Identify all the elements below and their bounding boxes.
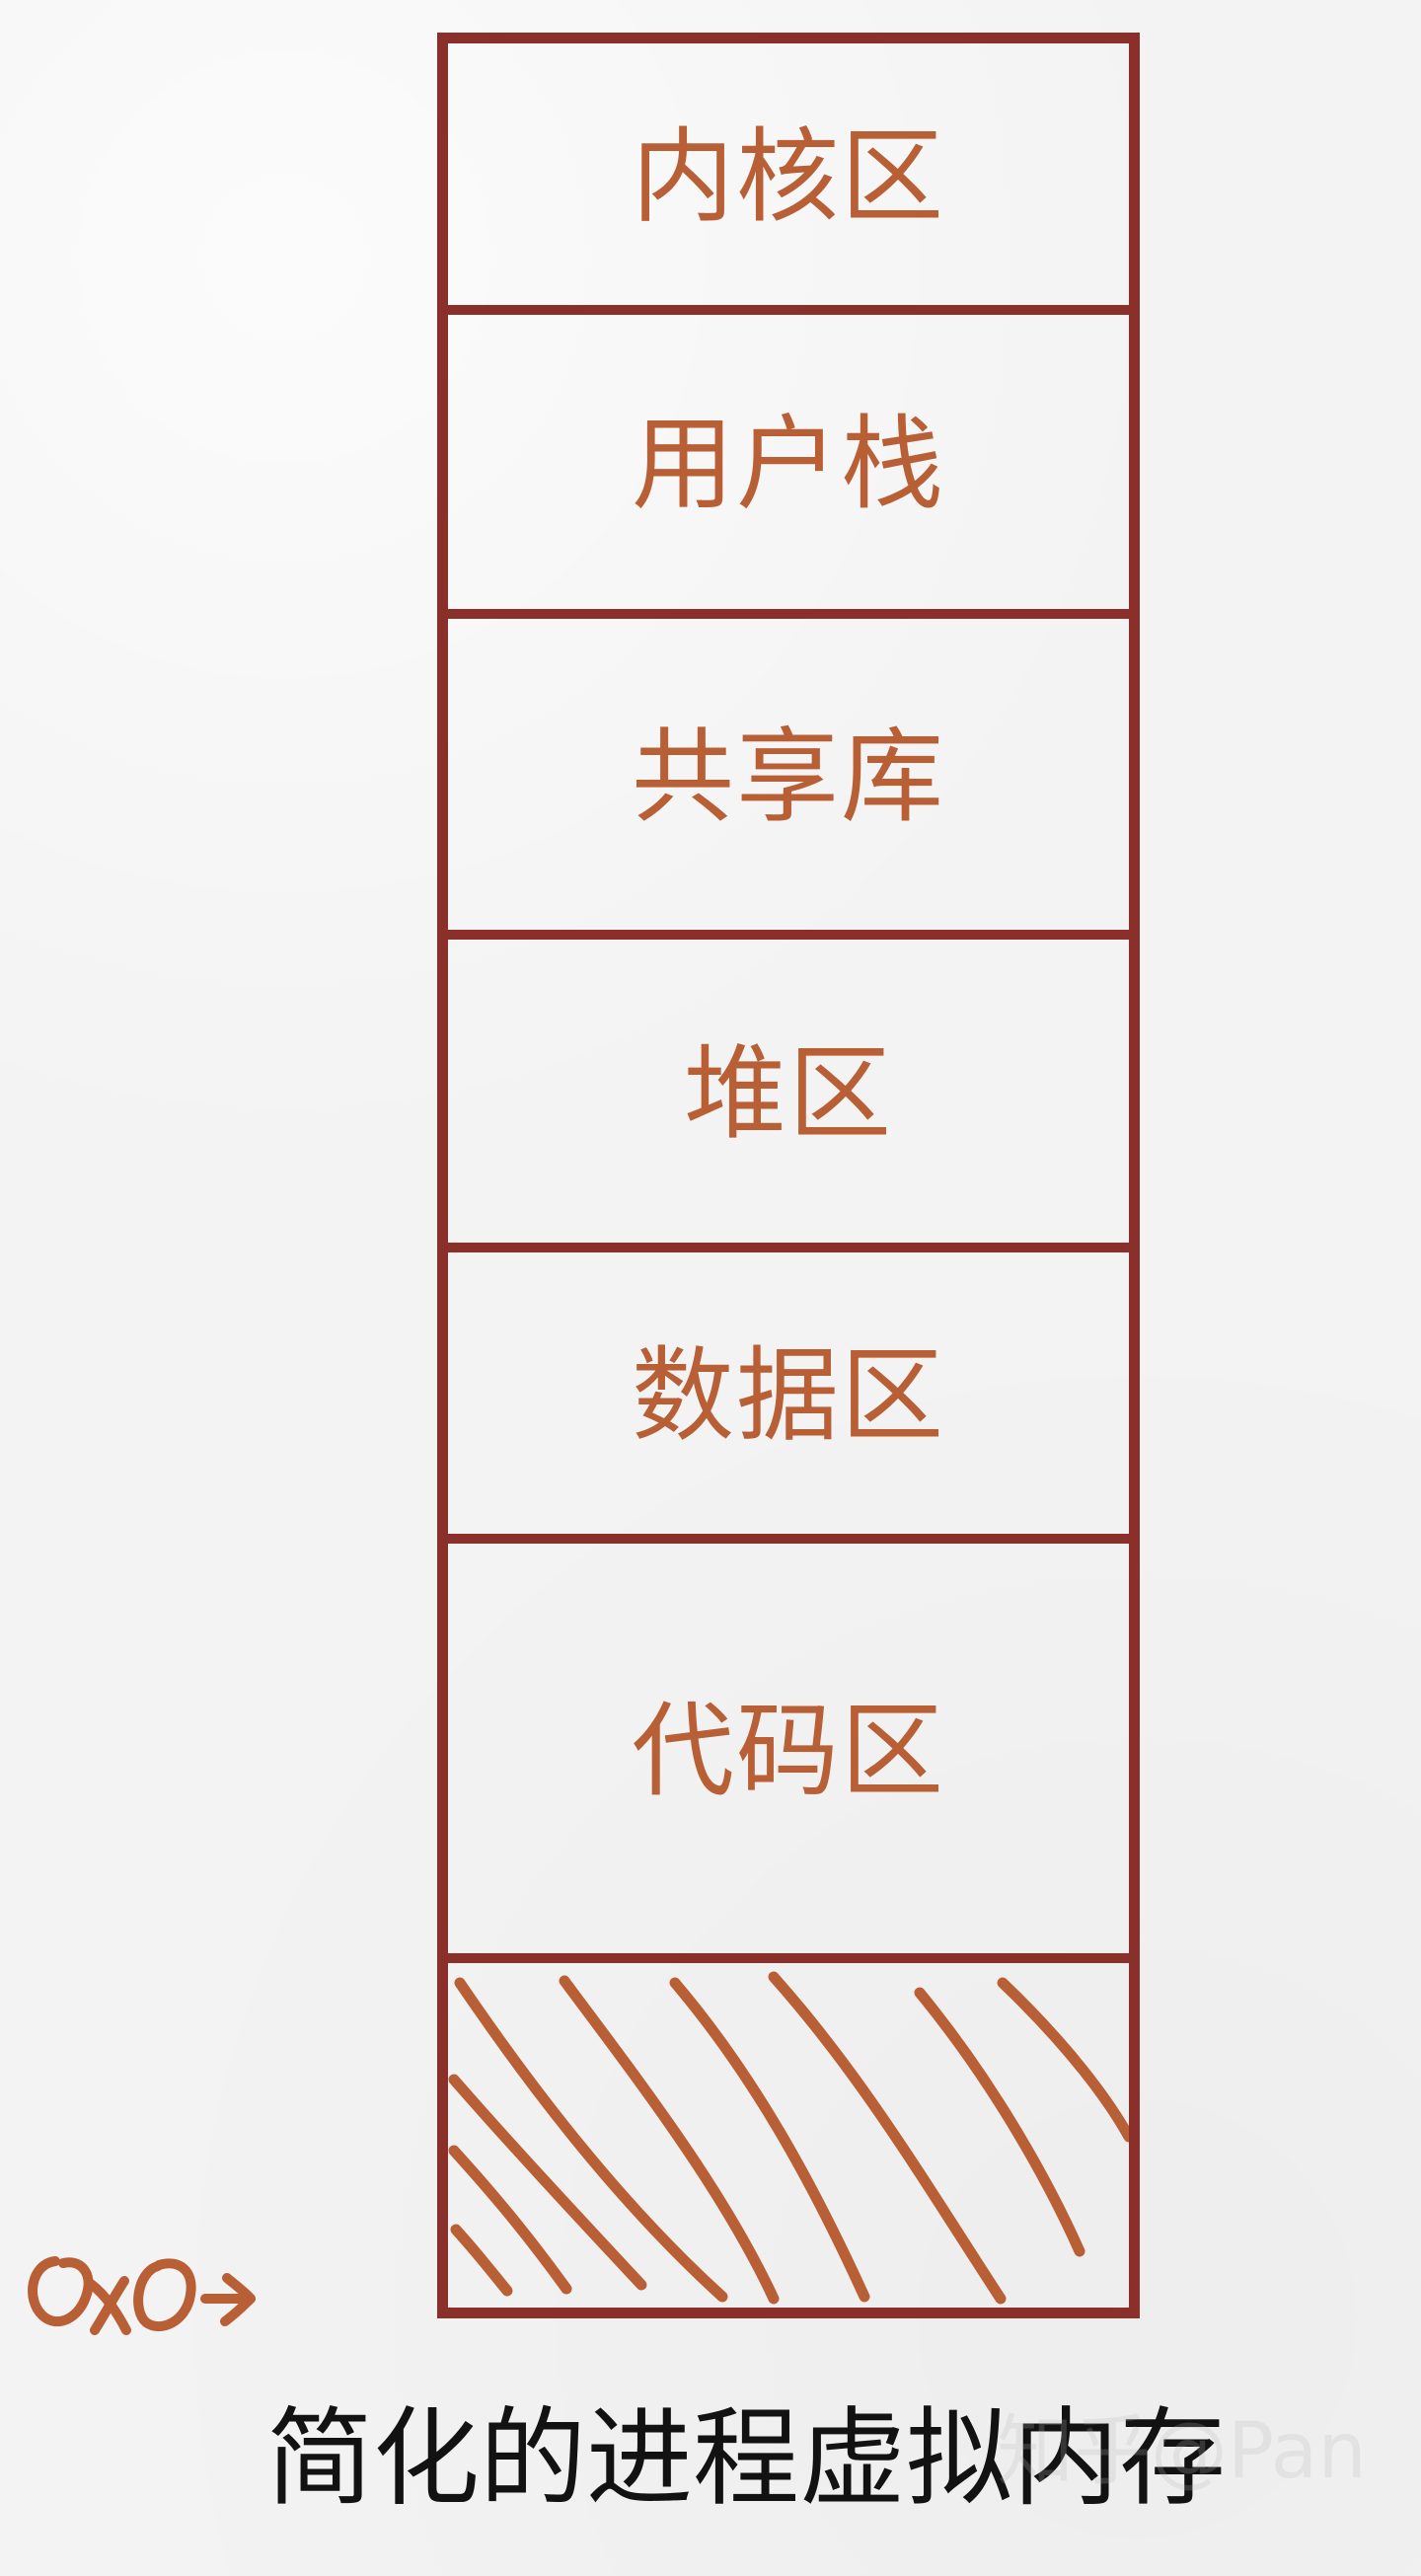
kernel-area-label: 内核区 [631,115,945,237]
x-glyph-stroke [90,2276,129,2335]
user-stack: 用户栈 [448,315,1129,619]
heap-area: 堆区 [448,940,1129,1252]
data-area: 数据区 [448,1252,1129,1544]
shared-library-label: 共享库 [631,716,945,837]
code-area-label: 代码区 [631,1690,945,1811]
zero-glyph [133,2258,196,2332]
hatch-line [559,1975,780,2305]
zero-glyph [28,2256,94,2327]
figure-caption: 简化的进程虚拟内存 [266,2397,1227,2521]
hatch-line [450,2224,513,2297]
hatch-line [454,1977,728,2303]
kernel-area: 内核区 [448,43,1129,315]
watermark: 知乎@Pan [997,2407,1367,2496]
hatch-line [914,1987,1085,2257]
code-area: 代码区 [448,1544,1129,1963]
hatch-line [997,1977,1129,2143]
hatch-line [768,1971,1007,2305]
virtual-memory-stack: 内核区 用户栈 共享库 堆区 数据区 代码区 [437,33,1140,2318]
user-stack-label: 用户栈 [631,404,945,524]
shared-library: 共享库 [448,619,1129,940]
hatch-line [448,2145,572,2295]
data-area-label: 数据区 [631,1334,945,1456]
hatch-line [669,1977,870,2303]
hatch-line [448,2074,647,2291]
heap-area-label: 堆区 [683,1032,893,1154]
zero-address-marker: 0x0 [28,2256,256,2335]
arrow-head [220,2273,256,2326]
reserved-hatched-area [448,1963,1129,2308]
hatch-lines [448,1971,1129,2305]
